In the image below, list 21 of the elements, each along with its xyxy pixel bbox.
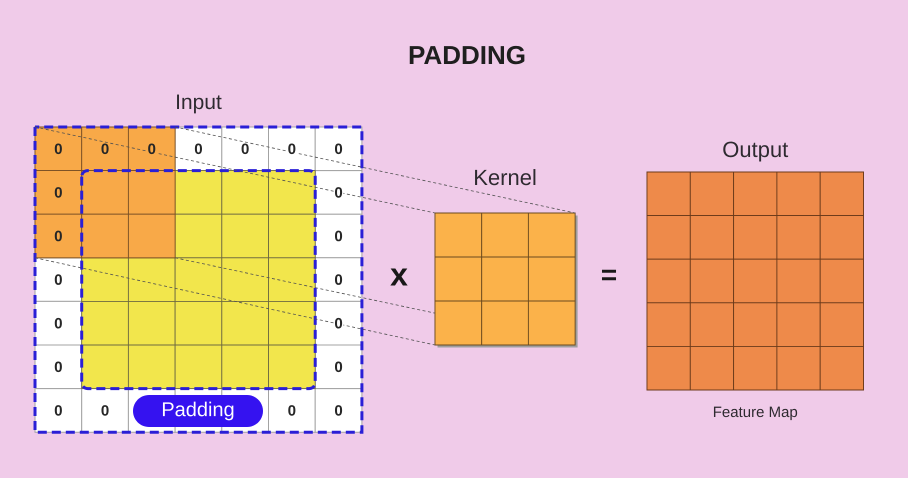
title: PADDING xyxy=(410,46,524,64)
cell-value: 0 xyxy=(54,360,64,373)
cell-value: 0 xyxy=(194,142,204,155)
highlighted-cells xyxy=(34,126,176,258)
cell-value: 0 xyxy=(54,142,64,155)
cell-value: 0 xyxy=(54,230,64,242)
cell-value: 0 xyxy=(54,404,64,416)
cell-value: 0 xyxy=(54,274,64,286)
multiply-sign: x xyxy=(390,268,408,286)
cell-value: 0 xyxy=(287,404,297,416)
dashed-line xyxy=(34,126,436,214)
node-label: Feature Map xyxy=(714,406,798,420)
grid-heading: Input xyxy=(177,94,222,114)
grid-heading: Output xyxy=(723,142,788,162)
cell-value: 0 xyxy=(54,317,64,330)
grid-heading: Kernel xyxy=(475,169,536,186)
cell-value: 0 xyxy=(287,142,297,155)
equals-sign: = xyxy=(602,270,616,280)
dashed-line xyxy=(34,257,436,346)
dashed-line xyxy=(174,257,436,314)
cell-value: 0 xyxy=(54,186,64,198)
